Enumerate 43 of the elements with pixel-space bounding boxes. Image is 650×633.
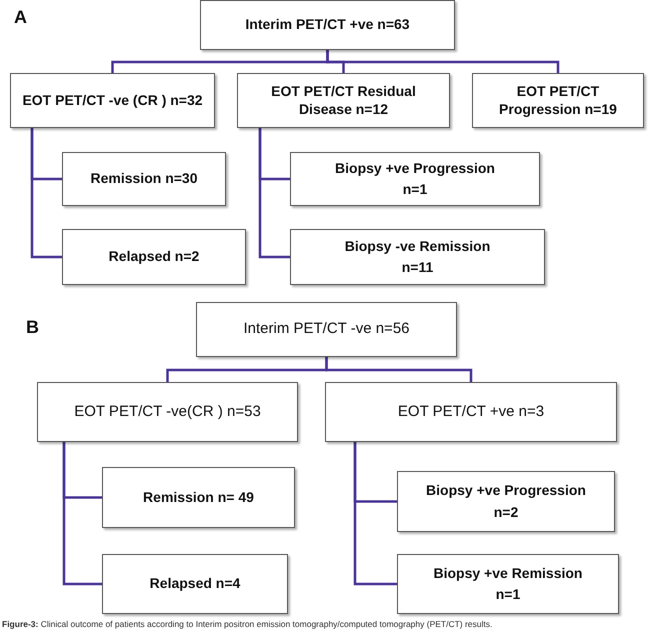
outcome-box <box>325 382 617 442</box>
connector-line <box>326 50 560 73</box>
box-text: EOT PET/CT Residual Disease n=12 <box>270 83 417 118</box>
panel-label: A <box>14 6 27 29</box>
outcome-box <box>62 229 246 285</box>
box-text: n=1 <box>402 181 428 198</box>
box-text: Biopsy -ve Remission <box>344 238 490 255</box>
outcome-box <box>10 73 215 128</box>
outcome-box <box>472 73 644 128</box>
box-text: Biopsy +ve Remission <box>433 564 582 582</box>
outcome-box <box>62 152 226 206</box>
box-text: Remission n=30 <box>90 170 198 188</box>
panel-label: B <box>26 316 39 339</box>
box-text: n=1 <box>496 586 520 604</box>
connector-line <box>62 442 102 586</box>
connector-line <box>258 128 290 258</box>
outcome-box <box>196 302 457 357</box>
box-text: Interim PET/CT -ve n=56 <box>243 320 410 339</box>
box-text: n=2 <box>494 504 518 521</box>
outcome-box <box>290 152 540 206</box>
outcome-box <box>397 471 615 532</box>
outcome-box <box>200 0 455 50</box>
outcome-box <box>102 467 295 528</box>
box-text: EOT PET/CT Progression n=19 <box>498 83 618 118</box>
box-text: Interim PET/CT +ve n=63 <box>245 16 410 34</box>
outcome-box <box>102 554 288 614</box>
figure-caption: Figure-3: Clinical outcome of patients according to Interim positron emission tomography/computed tomography (PET/CT) results. <box>2 618 492 631</box>
box-text: EOT PET/CT -ve(CR ) n=53 <box>74 402 261 422</box>
outcome-box <box>397 554 619 614</box>
box-text: Remission n= 49 <box>143 488 254 506</box>
connector-line <box>30 128 62 258</box>
connector-line <box>354 442 397 586</box>
box-text: Relapsed n=2 <box>108 248 200 266</box>
box-text: n=11 <box>402 259 434 276</box>
box-text: EOT PET/CT -ve (CR ) n=32 <box>22 92 203 110</box>
outcome-box <box>237 73 450 128</box>
box-text: Biopsy +ve Progression <box>335 160 495 177</box>
box-text: Biopsy +ve Progression <box>426 482 586 500</box>
outcome-box <box>37 382 298 442</box>
box-text: EOT PET/CT +ve n=3 <box>398 402 544 422</box>
connector-line <box>325 357 472 382</box>
outcome-box <box>290 229 545 285</box>
box-text: Relapsed n=4 <box>150 575 240 593</box>
